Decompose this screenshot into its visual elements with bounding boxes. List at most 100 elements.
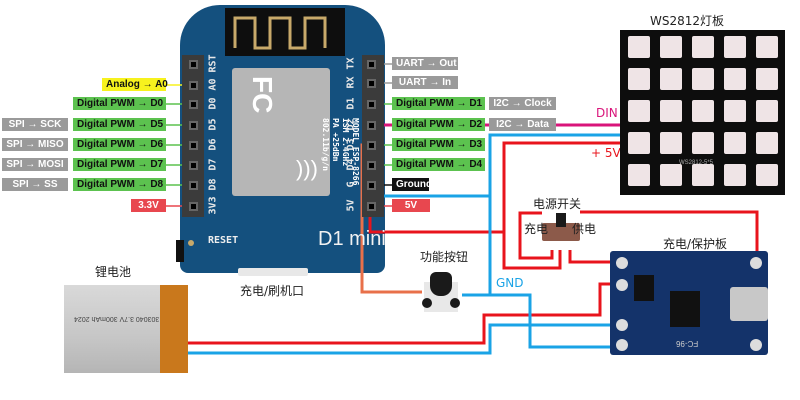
pin-label: D7 (207, 158, 219, 171)
button-title: 功能按钮 (420, 250, 469, 264)
pin-label: D4 (345, 158, 357, 171)
pin-function-label: Digital PWM → D6 (73, 138, 166, 151)
gnd-label: GND (496, 276, 524, 290)
pin-d4 (367, 161, 376, 170)
pin-label: D2 (345, 118, 357, 131)
wire-battery-minus (188, 323, 617, 355)
pin-function-label: 5V (392, 199, 430, 212)
led-pixel (724, 100, 746, 122)
led-pixel (724, 68, 746, 90)
wire-gnd-button (462, 196, 492, 297)
power-switch-title: 电源开关 (533, 197, 582, 211)
pin-label: D0 (207, 97, 219, 110)
left-header (182, 55, 204, 217)
led-pixel (724, 36, 746, 58)
pad-in-plus (750, 257, 762, 269)
led-pixel (756, 68, 778, 90)
pin-d1 (367, 100, 376, 109)
led-pixel (628, 164, 650, 186)
pin-label: 3V3 (207, 196, 219, 215)
fc-logo: FC (247, 76, 278, 114)
pin-d0 (189, 100, 198, 109)
battery-print: KF 303040 3.7V 300mAh 2024 (74, 315, 171, 322)
pin-d7 (189, 161, 198, 170)
pin-a0 (189, 81, 198, 90)
pin-function-label: Digital PWM → D7 (73, 158, 166, 171)
pin-label: RX (345, 76, 357, 89)
function-button[interactable] (420, 268, 462, 328)
pin-tx (367, 60, 376, 69)
switch-left-label: 充电 (524, 222, 549, 236)
wire-in-plus (580, 210, 759, 262)
wire-gnd-out-minus (490, 293, 617, 349)
ws2812-led-board (620, 30, 785, 195)
din-label: DIN (596, 106, 618, 120)
chip (634, 275, 654, 301)
led-pixel (692, 36, 714, 58)
pin-alt-function-label: SPI → MISO (2, 138, 68, 151)
button-foot (422, 298, 432, 308)
led-pixel (628, 68, 650, 90)
switch-slider[interactable] (556, 213, 566, 227)
module-standard: 802.11b/g/n (321, 118, 330, 171)
led-pixel (660, 68, 682, 90)
pin-label: 5V (345, 199, 357, 212)
button-foot (450, 298, 460, 308)
pin-d3 (367, 141, 376, 150)
wire-switch-charge (502, 232, 562, 270)
esp8266-module: FC MODEL ESP-8266 ISM 2.4GHz PA +25dBm 8… (232, 68, 360, 196)
pad-out-minus (616, 339, 628, 351)
pin-function-label: Digital PWM → D4 (392, 158, 485, 171)
reset-label: RESET (208, 235, 239, 246)
led-pixel (628, 100, 650, 122)
pin-alt-function-label: I2C → Data (489, 118, 556, 131)
led-board-title: WS2812灯板 (650, 14, 725, 28)
button-cap[interactable] (430, 272, 452, 296)
led-pixel (756, 100, 778, 122)
pin-alt-function-label: SPI → SCK (2, 118, 68, 131)
pin-function-label: Ground (392, 178, 432, 191)
pin-label: D1 (345, 97, 357, 110)
charger-silk: FC-96 (676, 339, 699, 348)
charger-protection-board: FC-96 (610, 251, 768, 355)
pin-function-label: Digital PWM → D3 (392, 138, 485, 151)
led-pixel (628, 132, 650, 154)
wire-battery-plus (188, 282, 617, 345)
pin-alt-function-label: I2C → Clock (489, 97, 556, 110)
reset-button[interactable] (176, 240, 184, 262)
pin-function-label: Digital PWM → D0 (73, 97, 166, 110)
led-board-silk: WS2812-5*5 (679, 160, 714, 166)
reset-pad (188, 240, 194, 246)
pin-function-label: UART → In (392, 76, 458, 89)
pin-function-label: Digital PWM → D1 (392, 97, 485, 110)
battery-protection-tab (160, 285, 188, 373)
pin-d2 (367, 121, 376, 130)
battery-title: 锂电池 (95, 265, 132, 279)
pad-in-minus (750, 339, 762, 351)
led-pixel (692, 132, 714, 154)
pin-rx (367, 79, 376, 88)
right-header (362, 55, 384, 217)
pin-5v (367, 202, 376, 211)
usb-port (238, 268, 308, 276)
power-switch[interactable] (542, 213, 580, 246)
wire-switch-left (518, 211, 554, 260)
led-pixel (756, 164, 778, 186)
pin-label: RST (207, 54, 219, 73)
switch-body (542, 223, 580, 241)
led-pixel (660, 132, 682, 154)
pin-label: D8 (207, 178, 219, 191)
switch-right-label: 供电 (572, 222, 597, 236)
charger-title: 充电/保护板 (663, 237, 728, 251)
pad-out-plus (616, 257, 628, 269)
pin-function-label: Digital PWM → D2 (392, 118, 485, 131)
chip-2 (670, 291, 700, 327)
led-pixel (692, 164, 714, 186)
led-pixel (660, 164, 682, 186)
pin-function-label: Analog → A0 (102, 78, 168, 91)
pin-function-label: UART → Out (392, 57, 458, 70)
pin-g (367, 181, 376, 190)
led-pixel (660, 100, 682, 122)
pin-3v3 (189, 202, 198, 211)
pin-d8 (189, 181, 198, 190)
